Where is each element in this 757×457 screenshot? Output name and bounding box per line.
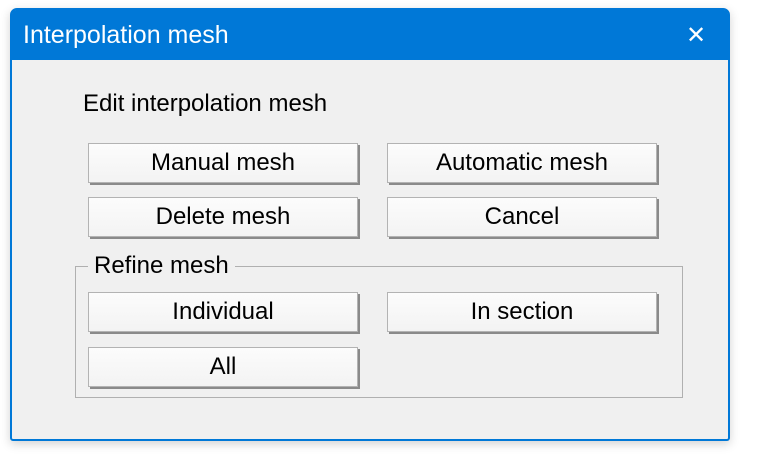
edit-interpolation-mesh-label: Edit interpolation mesh [83, 90, 328, 117]
interpolation-mesh-dialog: Interpolation mesh ✕ Edit interpolation … [10, 8, 730, 441]
window-title: Interpolation mesh [23, 20, 229, 49]
refine-in-section-button[interactable]: In section [387, 292, 657, 332]
refine-individual-button[interactable]: Individual [88, 292, 358, 332]
refine-all-button[interactable]: All [88, 347, 358, 387]
automatic-mesh-button[interactable]: Automatic mesh [387, 143, 657, 183]
titlebar[interactable]: Interpolation mesh ✕ [12, 10, 728, 60]
close-button[interactable]: ✕ [670, 10, 722, 60]
manual-mesh-button[interactable]: Manual mesh [88, 143, 358, 183]
refine-mesh-group: Refine mesh Individual In section All [75, 252, 683, 398]
close-icon: ✕ [685, 21, 707, 49]
refine-mesh-group-label: Refine mesh [88, 252, 235, 280]
delete-mesh-button[interactable]: Delete mesh [88, 197, 358, 237]
cancel-button[interactable]: Cancel [387, 197, 657, 237]
dialog-body: Edit interpolation mesh Manual mesh Auto… [12, 60, 728, 439]
